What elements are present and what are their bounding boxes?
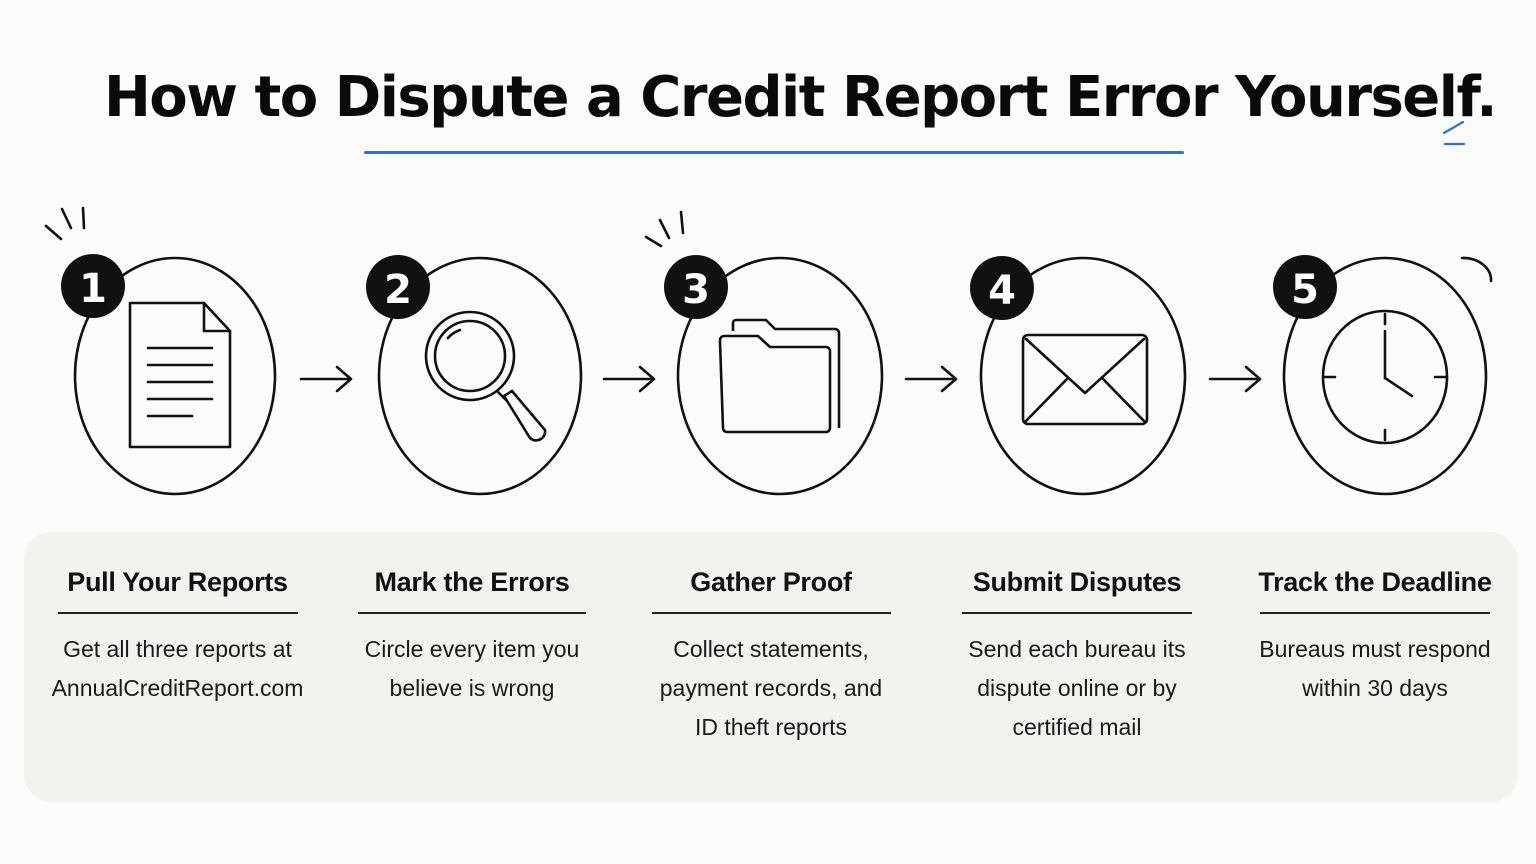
folder-icon	[718, 318, 841, 434]
step-2-description: Mark the Errors Circle every item you be…	[346, 556, 598, 708]
emphasis-marks-icon	[644, 210, 685, 248]
step-2-circle	[377, 256, 583, 496]
step-5-text-line-1: Bureaus must respond	[1259, 636, 1491, 662]
step-3-circle	[676, 256, 884, 496]
step-2-text-line-2: believe is wrong	[389, 675, 555, 701]
step-3-text-line-2: payment records, and	[659, 675, 883, 701]
step-4-badge	[970, 256, 1034, 320]
step-3-heading: Gather Proof	[690, 567, 852, 597]
accent-mark-icon	[1442, 120, 1466, 146]
step-1-number: 1	[79, 266, 107, 312]
envelope-icon	[1021, 333, 1149, 426]
steps-description-panel	[24, 532, 1518, 802]
document-icon	[128, 301, 232, 449]
step-2-rule	[358, 612, 586, 614]
step-3-badge	[664, 255, 728, 319]
step-3-text-line-3: ID theft reports	[694, 714, 848, 740]
step-5-rule	[1260, 612, 1490, 614]
step-5-heading: Track the Deadline	[1258, 567, 1492, 597]
step-2-node: 2	[366, 255, 583, 496]
step-3-node: 3	[644, 210, 884, 496]
arrow-right-icon	[904, 365, 958, 393]
step-1-text-line-2: AnnualCreditReport.com	[51, 675, 304, 701]
arrow-right-icon	[1208, 365, 1262, 393]
step-4-text-line-1: Send each bureau its	[968, 636, 1186, 662]
clock-icon	[1321, 309, 1449, 445]
step-4-text-line-2: dispute online or by	[977, 675, 1177, 701]
step-5-description: Track the Deadline Bureaus must respond …	[1248, 556, 1502, 708]
step-2-text-line-1: Circle every item you	[364, 636, 580, 662]
process-flow-diagram: 1 2	[44, 120, 1493, 496]
step-1-heading: Pull Your Reports	[67, 567, 288, 597]
step-2-number: 2	[384, 267, 412, 313]
arrow-right-icon	[602, 365, 656, 393]
step-1-badge	[61, 254, 125, 318]
step-5-node: 5	[1273, 255, 1493, 496]
step-4-number: 4	[988, 268, 1016, 314]
step-2-badge	[366, 255, 430, 319]
magnifier-icon	[424, 310, 547, 442]
step-1-node: 1	[44, 206, 277, 496]
step-5-number: 5	[1291, 267, 1319, 313]
step-1-text-line-1: Get all three reports at	[63, 636, 292, 662]
step-4-rule	[962, 612, 1192, 614]
step-4-node: 4	[970, 256, 1187, 496]
step-4-description: Submit Disputes Send each bureau its dis…	[950, 556, 1204, 747]
step-3-rule	[651, 612, 891, 614]
step-1-description: Pull Your Reports Get all three reports …	[45, 556, 310, 708]
step-3-description: Gather Proof Collect statements, payment…	[640, 556, 902, 747]
arrow-right-icon	[299, 365, 353, 393]
step-4-heading: Submit Disputes	[972, 567, 1182, 597]
step-1-rule	[57, 612, 298, 614]
step-5-text-line-2: within 30 days	[1302, 675, 1448, 701]
step-3-text-line-1: Collect statements,	[673, 636, 869, 662]
step-5-badge	[1273, 255, 1337, 319]
step-1-circle	[73, 256, 277, 496]
page-title: How to Dispute a Credit Report Error You…	[103, 65, 1498, 130]
step-4-text-line-3: certified mail	[1012, 714, 1142, 740]
step-4-circle	[979, 256, 1187, 496]
step-3-number: 3	[682, 267, 710, 313]
motion-arc-icon	[1460, 256, 1493, 283]
step-2-heading: Mark the Errors	[374, 567, 570, 597]
title-underline	[364, 151, 1184, 154]
emphasis-marks-icon	[44, 206, 86, 241]
